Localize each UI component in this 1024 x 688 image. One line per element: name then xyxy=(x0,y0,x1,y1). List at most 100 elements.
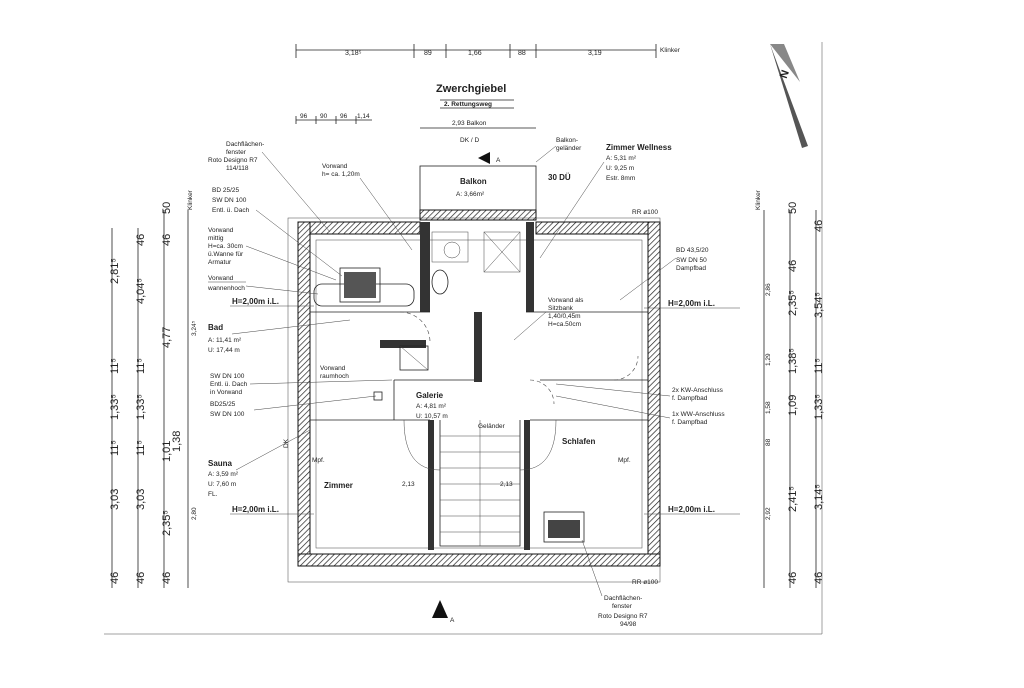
bd-2525-top-2: SW DN 100 xyxy=(212,197,247,204)
bd-2525-low-1: BD25/25 xyxy=(210,401,236,408)
roof-window-bottom xyxy=(543,511,585,543)
right-dim-b0: 46 xyxy=(813,220,825,232)
left-dim-c4: 1,38 xyxy=(171,431,183,452)
roof-window-top-label-2: fenster xyxy=(226,149,247,156)
vorwand-sitzbank-4: H=ca.50cm xyxy=(548,321,581,328)
roof-window-top-label-3: Roto Designo R7 xyxy=(208,157,258,164)
annotations-left: Dachflächen- fenster Roto Designo R7 114… xyxy=(207,141,413,515)
interior-walls xyxy=(310,222,648,550)
room-schlafen-name: Schlafen xyxy=(562,437,595,446)
room-zimmer-name: Zimmer xyxy=(324,481,353,490)
left-dim-a4: 11⁵ xyxy=(109,440,121,456)
room-galerie-perimeter: U: 10,57 m xyxy=(416,413,448,420)
vorwand-raum-1: Vorwand xyxy=(320,365,346,372)
outer-walls xyxy=(287,217,661,583)
mpf-label-left: Mpf. xyxy=(312,457,325,464)
left-dim-d1: 3,24⁵ xyxy=(191,320,198,336)
small-dimension-chain: 96 90 96 1,14 xyxy=(295,113,372,124)
left-dim-a5: 3,03 xyxy=(109,489,121,510)
bathroom-fixtures xyxy=(313,231,521,371)
klinker-label-top: Klinker xyxy=(660,47,681,54)
room-wellness-note: Estr. 8mm xyxy=(606,175,635,182)
vorwand-warm-2: wannenhoch xyxy=(207,285,245,292)
bd-2525-top-3: Entl. ü. Dach xyxy=(212,207,250,214)
left-dim-a2: 11⁵ xyxy=(109,358,121,374)
left-dim-c0: 50 xyxy=(161,202,173,214)
roof-window-top-label-1: Dachflächen- xyxy=(226,141,264,148)
height-note-right-low: H=2,00m i.L. xyxy=(668,505,715,514)
sw-dn-100-2: Entl. ü. Dach xyxy=(210,381,248,388)
room-wellness-area: A: 5,31 m² xyxy=(606,155,637,162)
vorwand-top-label-1: Vorwand xyxy=(322,163,348,170)
right-dim-c5: 2,92 xyxy=(765,507,772,520)
left-dim-d2: 2,80 xyxy=(191,507,198,520)
left-dim-b4: 11⁵ xyxy=(135,440,147,456)
plan-title: Zwerchgiebel xyxy=(436,83,506,95)
top-dim-1: 3,18⁵ xyxy=(345,50,362,57)
balcony-area: A: 3,66m² xyxy=(456,191,485,198)
right-dim-a2: 2,35⁵ xyxy=(787,290,799,316)
right-dim-b5: 46 xyxy=(813,572,825,584)
section-marker-bottom: A xyxy=(432,600,455,624)
roof-window-bottom-label-2: fenster xyxy=(612,603,633,610)
vorwand-top-label-2: h= ca. 1,20m xyxy=(322,171,360,178)
right-dim-a3: 1,38⁵ xyxy=(787,348,799,374)
room-bad: Bad A: 11,41 m² U: 17,44 m xyxy=(208,319,351,354)
staircase: 2,13 2,13 Geländer xyxy=(402,419,557,547)
roof-window-bottom-label-4: 94/98 xyxy=(620,621,637,628)
balcony-label: Balkon xyxy=(460,177,487,186)
left-dim-c1: 46 xyxy=(161,234,173,246)
vorwand-wc-5: Armatur xyxy=(208,259,232,266)
left-dim-c6: 46 xyxy=(161,572,173,584)
room-galerie: Galerie A: 4,81 m² U: 10,57 m xyxy=(416,391,448,420)
paper-area xyxy=(104,40,822,634)
roof-window-top-label-4: 114/118 xyxy=(226,165,249,172)
section-label-top: A xyxy=(496,157,501,164)
dk-d-label: DK / D xyxy=(460,137,479,144)
left-dim-b0: 46 xyxy=(135,234,147,246)
small-dim-4: 1,14 xyxy=(357,113,370,120)
left-dim-b2: 11⁵ xyxy=(135,358,147,374)
stair-dim-left: 2,13 xyxy=(402,481,415,488)
bd-435-3: Dampfbad xyxy=(676,265,706,272)
klinker-label-left: Klinker xyxy=(187,189,194,210)
dk-rolschicht-left-1: DK xyxy=(283,438,290,448)
room-galerie-name: Galerie xyxy=(416,391,444,400)
right-dim-c1: 2,86 xyxy=(765,283,772,296)
klinker-label-right: Klinker xyxy=(755,189,762,210)
room-sauna-note: FL. xyxy=(208,491,218,498)
right-dim-b2: 11⁵ xyxy=(813,358,825,374)
roof-window-bottom-label-3: Roto Designo R7 xyxy=(598,613,648,620)
north-arrow: N xyxy=(770,44,808,148)
right-dim-a4: 1,09 xyxy=(787,395,799,416)
bd-2525-low-2: SW DN 100 xyxy=(210,411,245,418)
annotations-right: BD 43,5/20 SW DN 50 Dampfbad H=2,00m i.L… xyxy=(513,209,740,628)
section-label-bottom: A xyxy=(450,617,455,624)
kw-anschluss-2: f. Dampfbad xyxy=(672,395,708,402)
bd-435-1: BD 43,5/20 xyxy=(676,247,709,254)
vorwand-sitzbank-2: Sitzbank xyxy=(548,305,574,312)
height-note-right: H=2,00m i.L. xyxy=(668,299,715,308)
right-dim-a6: 46 xyxy=(787,572,799,584)
top-dim-2: 89 xyxy=(424,50,432,57)
left-dim-a1: 2,81⁵ xyxy=(109,258,121,284)
rr-label-bottom: RR ø100 xyxy=(632,579,658,586)
north-label: N xyxy=(778,69,792,81)
left-dim-c3: 1,01 xyxy=(161,441,173,462)
room-bad-name: Bad xyxy=(208,323,223,332)
ww-anschluss-1: 1x WW-Anschluss xyxy=(672,411,725,418)
small-dim-3: 96 xyxy=(340,113,348,120)
sw-dn-100-3: in Vorwand xyxy=(210,389,243,396)
vorwand-raum-2: raumhoch xyxy=(320,373,349,380)
top-dim-3: 1,66 xyxy=(468,50,482,57)
balcony: Balkon A: 3,66m² Balkon- geländer 30 DÜ xyxy=(419,137,582,221)
left-dim-a3: 1,33⁵ xyxy=(109,394,121,420)
vorwand-wc-2: mittig xyxy=(208,235,224,242)
room-sauna-perimeter: U: 7,60 m xyxy=(208,481,236,488)
left-dim-b5: 3,03 xyxy=(135,489,147,510)
room-galerie-area: A: 4,81 m² xyxy=(416,403,447,410)
room-wellness: Zimmer Wellness A: 5,31 m² U: 9,25 m Est… xyxy=(539,143,672,259)
left-dimension-chains: 2,81⁵ 11⁵ 1,33⁵ 11⁵ 3,03 46 46 4,04⁵ 11⁵… xyxy=(109,189,198,588)
top-dim-4: 88 xyxy=(518,50,526,57)
